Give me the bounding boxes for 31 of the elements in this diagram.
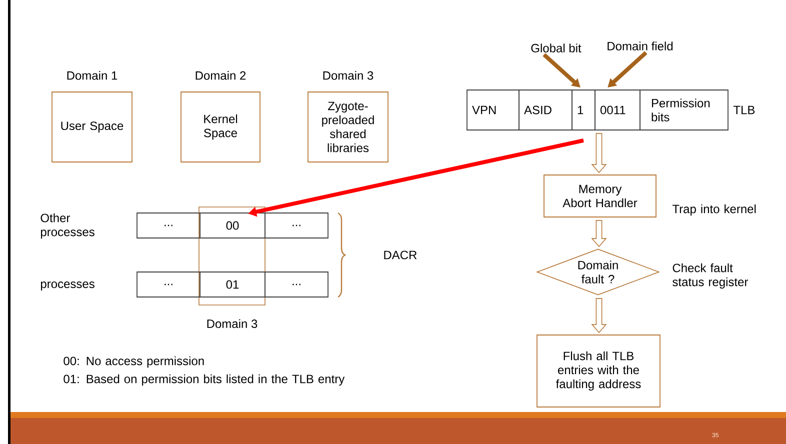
callout-text: Global bit xyxy=(531,44,582,52)
process-box: Memory Abort Handler xyxy=(544,174,656,218)
process-box: Kernel Space xyxy=(180,92,260,162)
table-cell: ... xyxy=(136,212,200,238)
callout-text: Domain field xyxy=(608,42,673,50)
table-cell: ASID xyxy=(518,90,572,130)
domain-heading: Domain 2 xyxy=(196,71,246,80)
table-cell: Permission bits xyxy=(640,90,728,130)
side-note: TLB xyxy=(733,106,755,114)
domain-heading: Domain 3 xyxy=(323,71,374,80)
row-label: processes xyxy=(40,282,94,290)
table-cell: ... xyxy=(136,272,200,298)
side-note: Check fault status register xyxy=(672,263,748,289)
table-cell: 0011 xyxy=(594,90,640,130)
register-label: DACR xyxy=(384,250,417,260)
side-note: Trap into kernel xyxy=(672,204,756,216)
process-box: Zygote-preloaded shared libraries xyxy=(308,92,388,162)
legend-note: 01: Based on permission bits listed in the TLB entry xyxy=(64,374,345,386)
block-arrow xyxy=(591,298,607,334)
domain-heading: Domain 1 xyxy=(67,71,118,80)
table-cell: 1 xyxy=(572,90,596,130)
process-box: User Space xyxy=(52,92,132,162)
block-arrow xyxy=(591,133,607,174)
block-arrow xyxy=(591,220,607,248)
table-cell: ... xyxy=(264,212,328,238)
row-label: Other processes xyxy=(40,213,94,239)
legend-note: 00: No access permission xyxy=(64,356,204,368)
node-label: Domain 3 xyxy=(207,319,258,328)
process-box: Flush all TLB entries with the faulting address xyxy=(536,334,660,408)
table-cell: ... xyxy=(264,272,328,298)
table-cell: VPN xyxy=(466,90,520,130)
